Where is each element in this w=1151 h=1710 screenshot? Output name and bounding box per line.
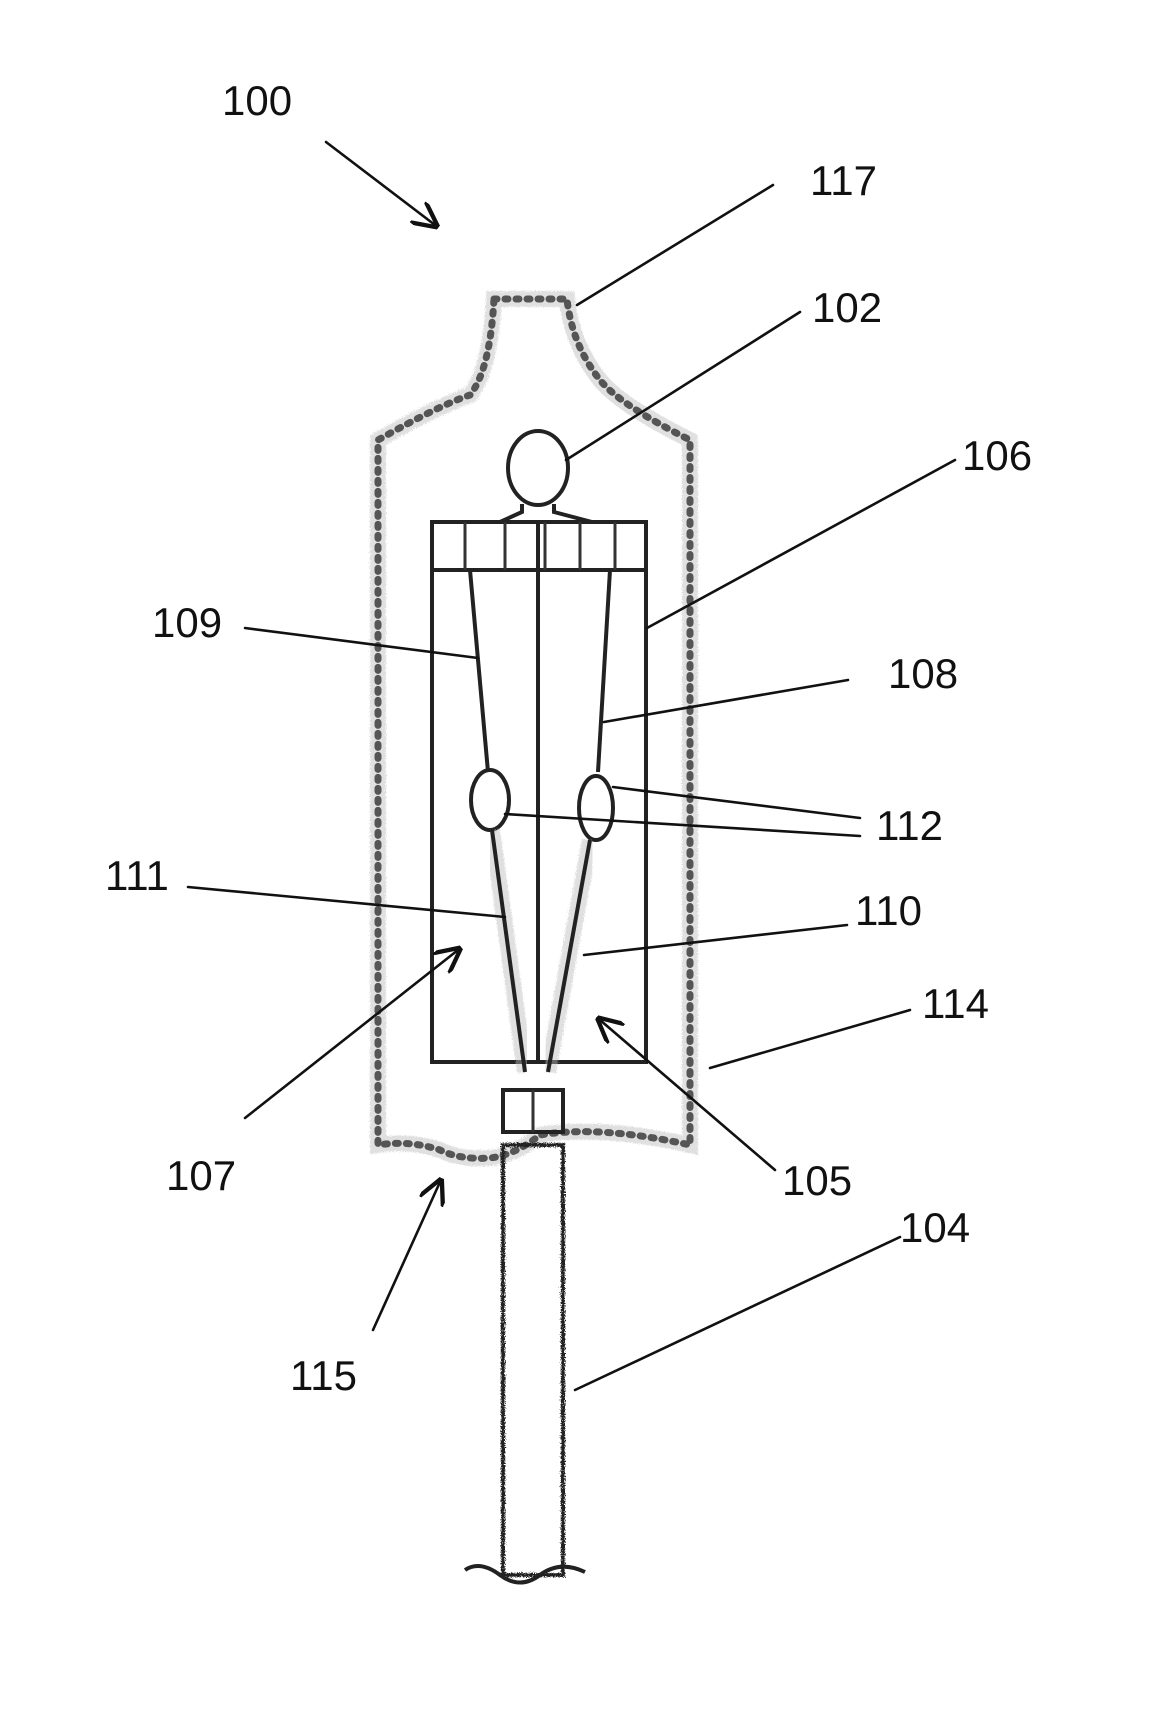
leader-110 — [584, 925, 847, 955]
leader-115 — [373, 1182, 440, 1330]
leg-upper-108 — [598, 570, 610, 772]
label-115: 115 — [290, 1352, 357, 1399]
manikin-102 — [500, 431, 592, 522]
leader-107 — [245, 950, 458, 1118]
label-104: 104 — [900, 1204, 970, 1251]
leader-117 — [577, 185, 773, 305]
label-100: 100 — [222, 77, 292, 124]
leg-lower-111 — [492, 830, 525, 1072]
pole-104 — [465, 1145, 585, 1583]
leader-112-right — [613, 787, 860, 818]
label-102: 102 — [812, 284, 882, 331]
label-110: 110 — [855, 887, 922, 934]
label-111: 111 — [105, 852, 169, 899]
leader-108 — [604, 680, 848, 722]
leader-111 — [188, 887, 505, 917]
knee-right-112 — [579, 776, 613, 840]
leader-114 — [710, 1010, 910, 1068]
leg-upper-109 — [470, 570, 488, 772]
label-117: 117 — [810, 157, 877, 204]
label-114: 114 — [922, 980, 989, 1027]
knee-left-112 — [471, 770, 509, 830]
leader-104 — [575, 1237, 900, 1390]
label-112: 112 — [876, 802, 943, 849]
leader-109 — [245, 628, 478, 658]
label-105: 105 — [782, 1157, 852, 1204]
label-106: 106 — [962, 432, 1032, 479]
label-107: 107 — [166, 1152, 236, 1199]
envelope-114 — [378, 299, 690, 1158]
label-108: 108 — [888, 650, 958, 697]
leader-100 — [326, 142, 435, 225]
label-109: 109 — [152, 599, 222, 646]
